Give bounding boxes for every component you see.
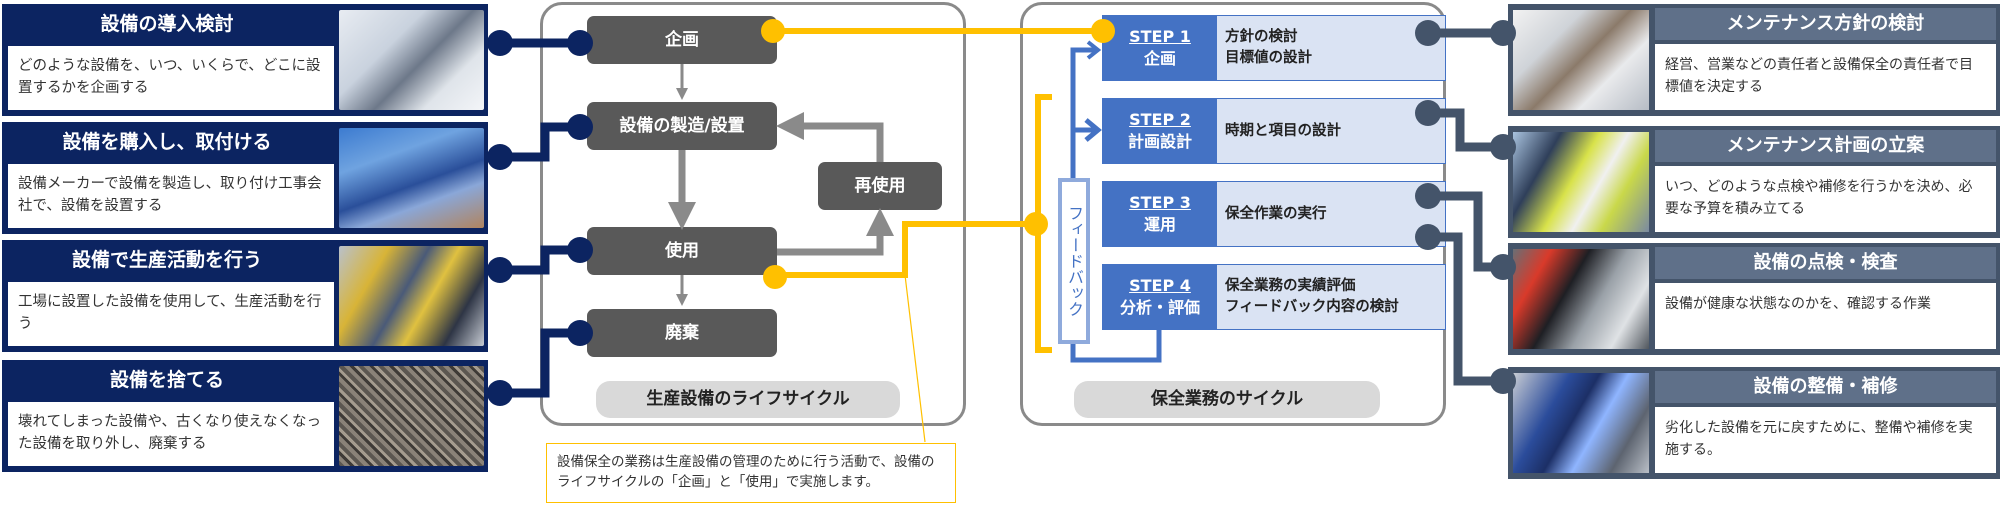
left-card-production: 設備で生産活動を行う 工場に設置した設備を使用して、生産活動を行う	[2, 240, 488, 352]
step-2: STEP 2 計画設計 時期と項目の設計	[1102, 98, 1446, 164]
card-title: 設備の整備・補修	[1655, 371, 1996, 403]
card-description: 劣化した設備を元に戻すために、整備や補修を実施する。	[1655, 407, 1996, 473]
left-card-introduction: 設備の導入検討 どのような設備を、いつ、いくらで、どこに設置するかを企画する	[2, 4, 488, 116]
step-desc-line: 保全業務の実績評価	[1225, 278, 1356, 294]
step-name: 企画	[1143, 49, 1176, 68]
right-card-inspection: 設備の点検・検査 設備が健康な状態なのかを、確認する作業	[1508, 243, 2000, 355]
step-desc-line: 時期と項目の設計	[1225, 122, 1341, 139]
card-title: 設備で生産活動を行う	[71, 249, 262, 271]
card-description: 設備が健康な状態なのかを、確認する作業	[1655, 283, 1996, 349]
stage-planning: 企画	[587, 16, 777, 64]
right-card-repair: 設備の整備・補修 劣化した設備を元に戻すために、整備や補修を実施する。	[1508, 367, 2000, 479]
step-desc-line: 保全作業の実行	[1225, 205, 1327, 222]
card-title: 設備を購入し、取付ける	[62, 131, 272, 153]
step-4: STEP 4 分析・評価 保全業務の実績評価フィードバック内容の検討	[1102, 264, 1446, 330]
lifecycle-panel	[540, 2, 966, 426]
step-desc-line: 目標値の設計	[1225, 50, 1312, 66]
left-card-install: 設備を購入し、取付ける 設備メーカーで設備を製造し、取り付け工事会社で、設備を設…	[2, 122, 488, 234]
card-title: メンテナンス方針の検討	[1655, 8, 1996, 40]
connector-dot	[487, 30, 513, 56]
step-number: STEP 2	[1129, 110, 1191, 129]
step-3: STEP 3 運用 保全作業の実行	[1102, 181, 1446, 247]
connector-dot	[487, 144, 513, 170]
maintenance-cycle-caption: 保全業務のサイクル	[1074, 381, 1380, 418]
factory-robots-photo	[339, 246, 484, 346]
step-desc-line: フィードバック内容の検討	[1225, 299, 1399, 315]
business-meeting-photo	[339, 10, 484, 110]
card-description: 工場に設置した設備を使用して、生産活動を行う	[8, 282, 334, 346]
worker-inspection-photo	[1513, 249, 1649, 349]
callout-note: 設備保全の業務は生産設備の管理のために行う活動で、設備のライフサイクルの「企画」…	[546, 443, 956, 503]
step-number: STEP 1	[1129, 27, 1191, 46]
step-number: STEP 4	[1129, 276, 1191, 295]
left-card-disposal: 設備を捨てる 壊れてしまった設備や、古くなり使えなくなった設備を取り外し、廃棄す…	[2, 360, 488, 472]
card-title: メンテナンス計画の立案	[1655, 130, 1996, 162]
planning-documents-photo	[1513, 10, 1649, 110]
card-title: 設備の点検・検査	[1655, 247, 1996, 279]
card-description: どのような設備を、いつ、いくらで、どこに設置するかを企画する	[8, 46, 334, 110]
stage-use: 使用	[587, 227, 777, 275]
connector-dot	[487, 380, 513, 406]
stage-reuse: 再使用	[818, 162, 942, 210]
lifecycle-caption: 生産設備のライフサイクル	[596, 381, 900, 418]
step-1: STEP 1 企画 方針の検討目標値の設計	[1102, 15, 1446, 81]
right-card-policy: メンテナンス方針の検討 経営、営業などの責任者と設備保全の責任者で目標値を決定す…	[1508, 4, 2000, 116]
right-card-plan: メンテナンス計画の立案 いつ、どのような点検や補修を行うかを決め、必要な予算を積…	[1508, 126, 2000, 238]
card-description: いつ、どのような点検や補修を行うかを決め、必要な予算を積み立てる	[1655, 166, 1996, 232]
step-name: 運用	[1143, 215, 1176, 234]
welding-repair-photo	[1513, 373, 1649, 473]
stage-manufacture-install: 設備の製造/設置	[587, 102, 777, 150]
card-description: 経営、営業などの責任者と設備保全の責任者で目標値を決定する	[1655, 44, 1996, 110]
step-name: 計画設計	[1127, 132, 1192, 151]
feedback-label: フィードバック	[1058, 178, 1090, 344]
step-number: STEP 3	[1129, 193, 1191, 212]
engineers-discussion-photo	[1513, 132, 1649, 232]
card-description: 設備メーカーで設備を製造し、取り付け工事会社で、設備を設置する	[8, 164, 334, 228]
card-title: 設備の導入検討	[100, 13, 234, 35]
step-desc-line: 方針の検討	[1225, 29, 1298, 45]
card-title: 設備を捨てる	[109, 369, 224, 391]
scrap-pile-photo	[339, 366, 484, 466]
solar-panel-installation-photo	[339, 128, 484, 228]
step-name: 分析・評価	[1119, 298, 1200, 317]
connector-dot	[487, 257, 513, 283]
card-description: 壊れてしまった設備や、古くなり使えなくなった設備を取り外し、廃棄する	[8, 402, 334, 466]
stage-disposal: 廃棄	[587, 309, 777, 357]
